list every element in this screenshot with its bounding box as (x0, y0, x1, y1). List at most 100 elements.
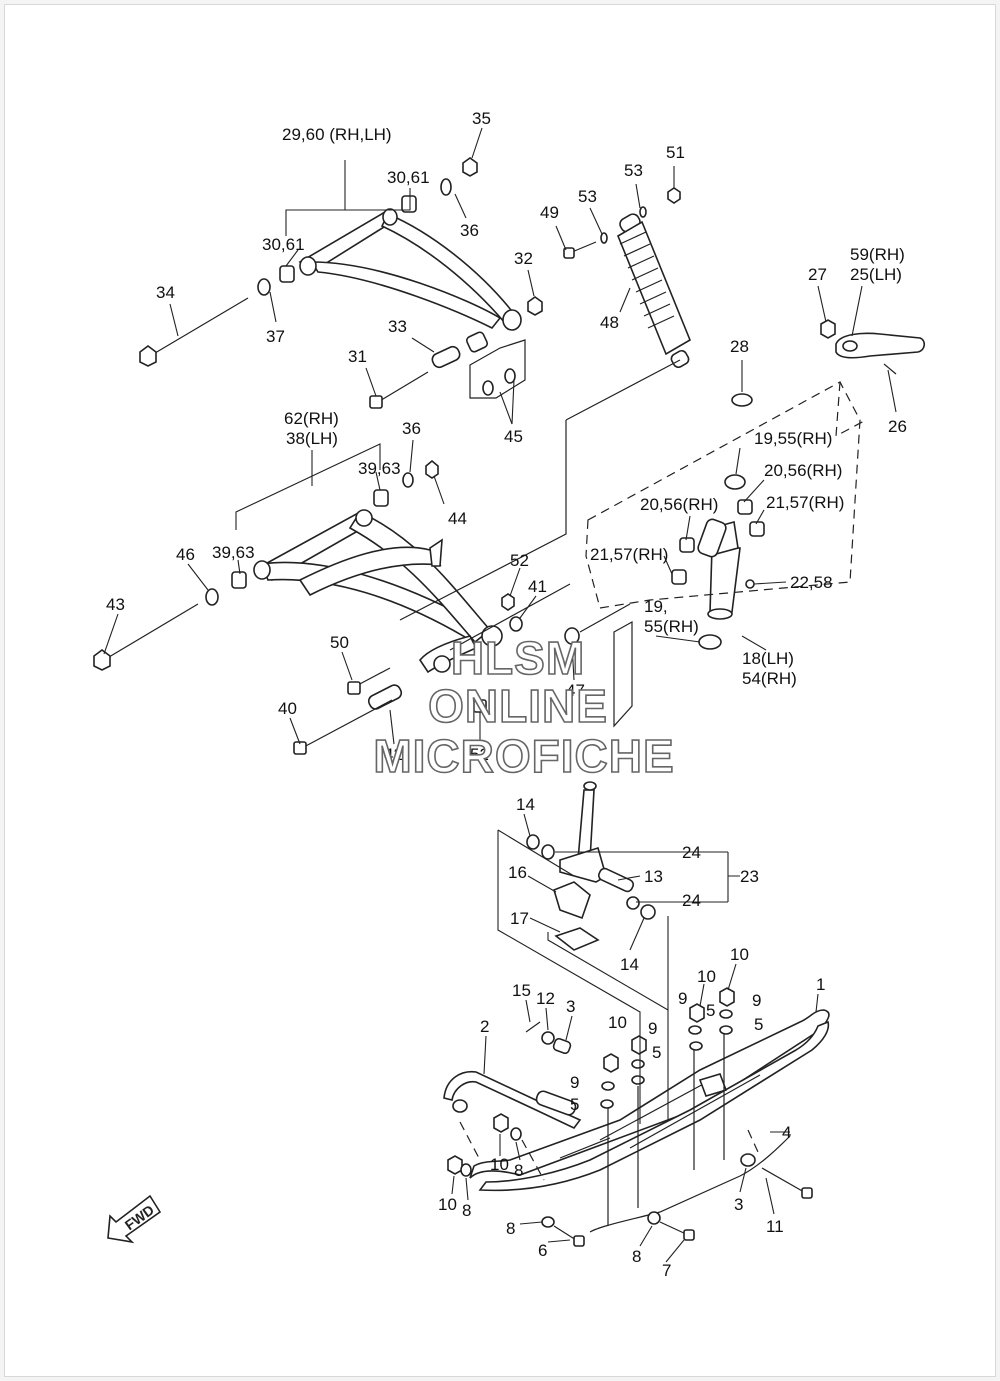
bolt-31-collar-33[interactable] (369, 331, 489, 409)
washers-36-46[interactable] (205, 472, 414, 606)
callout-5-c: 5 (652, 1043, 661, 1062)
callout-50: 50 (330, 633, 349, 652)
callout-36-lower: 36 (402, 419, 421, 438)
callout-20-56-right: 20,56(RH) (764, 461, 842, 480)
callout-24-lower: 24 (682, 891, 701, 910)
callout-48: 48 (600, 313, 619, 332)
callout-15: 15 (512, 981, 531, 1000)
callout-3-lower: 3 (734, 1195, 743, 1214)
ski-nuts-washers-5-8-9-10[interactable] (447, 987, 735, 1228)
callout-28: 28 (730, 337, 749, 356)
callout-43: 43 (106, 595, 125, 614)
watermark-line-3: MICROFICHE (373, 730, 674, 782)
bushings-39-63[interactable] (231, 489, 389, 589)
callout-54: 54(RH) (742, 669, 797, 688)
callout-30-61-lower: 30,61 (262, 235, 305, 254)
callout-55-lower: 55(RH) (644, 617, 699, 636)
callout-10-c: 10 (608, 1013, 627, 1032)
callout-22-58: 22,58 (790, 573, 833, 592)
callout-42: 42 (384, 745, 403, 764)
callout-62: 62(RH) (284, 409, 339, 428)
callout-12: 12 (536, 989, 555, 1008)
studs-and-bolts-6-7-11[interactable] (553, 1034, 813, 1247)
callout-41: 41 (528, 577, 547, 596)
wear-bar-4[interactable] (589, 1135, 791, 1233)
callout-32: 32 (514, 249, 533, 268)
callout-7: 7 (662, 1261, 671, 1280)
nut-44[interactable] (425, 459, 439, 479)
ski-hardware-3-12-15[interactable] (525, 1021, 756, 1167)
callout-29-60: 29,60 (RH,LH) (282, 125, 392, 144)
callout-1: 1 (816, 975, 825, 994)
callout-9-a: 9 (678, 989, 687, 1008)
shock-absorber-48[interactable] (616, 212, 692, 369)
callout-49: 49 (540, 203, 559, 222)
callout-3-upper: 3 (566, 997, 575, 1016)
callout-46: 46 (176, 545, 195, 564)
washer-36-37[interactable] (257, 178, 452, 296)
callout-6: 6 (538, 1241, 547, 1260)
bolts-50-40-collar-42[interactable] (293, 667, 403, 755)
callout-11: 11 (766, 1217, 784, 1236)
callout-38: 38(LH) (286, 429, 338, 448)
callout-33: 33 (388, 317, 407, 336)
callout-9-c: 9 (648, 1019, 657, 1038)
callout-4: 4 (782, 1123, 791, 1142)
callout-13: 13 (644, 867, 663, 886)
callout-10-e: 10 (438, 1195, 457, 1214)
callout-5-b: 5 (754, 1015, 763, 1034)
bolt-34[interactable] (139, 297, 249, 367)
nut-35-32[interactable] (462, 157, 543, 316)
callout-8-a: 8 (514, 1161, 523, 1180)
callout-18: 18(LH) (742, 649, 794, 668)
callout-9-d: 9 (570, 1073, 579, 1092)
callout-36-upper: 36 (460, 221, 479, 240)
callout-39-63-upper: 39,63 (358, 459, 401, 478)
callout-20-56-left: 20,56(RH) (640, 495, 718, 514)
callout-27: 27 (808, 265, 827, 284)
watermark-line-1: HLSM (451, 632, 585, 684)
callout-2: 2 (480, 1017, 489, 1036)
handle-2[interactable] (443, 1070, 582, 1130)
callout-5-a: 5 (706, 1001, 715, 1020)
callout-5-d: 5 (570, 1095, 579, 1114)
callout-37: 37 (266, 327, 285, 346)
callout-21-57-right: 21,57(RH) (766, 493, 844, 512)
ski-1[interactable] (469, 1009, 830, 1192)
upper-a-arm[interactable] (298, 208, 522, 331)
bolt-49-washer-53-nut-51[interactable] (563, 187, 681, 259)
bracket-16-plate-17[interactable] (553, 881, 600, 951)
callout-51: 51 (666, 143, 685, 162)
callout-52-upper: 52 (510, 551, 529, 570)
watermark-line-2: ONLINE (428, 680, 608, 732)
bushings-14-24[interactable] (526, 834, 656, 920)
callout-35: 35 (472, 109, 491, 128)
callout-26: 26 (888, 417, 907, 436)
callout-47: 47 (566, 681, 585, 700)
bolt-43[interactable] (93, 603, 199, 671)
bushing-30-61[interactable] (279, 195, 417, 283)
washers-45[interactable] (469, 339, 526, 399)
callout-40: 40 (278, 699, 297, 718)
callout-10-a: 10 (730, 945, 749, 964)
callout-labels: 35 29,60 (RH,LH) 30,61 36 30,61 34 37 33… (106, 109, 907, 1280)
cap-28[interactable] (731, 393, 753, 407)
callout-17: 17 (510, 909, 529, 928)
callout-31: 31 (348, 347, 367, 366)
steering-shaft[interactable] (559, 781, 635, 893)
spindle-18-54[interactable] (671, 474, 765, 650)
callout-39-63-lower: 39,63 (212, 543, 255, 562)
lower-a-arm[interactable] (253, 509, 503, 674)
steering-arm-59-25[interactable] (820, 319, 926, 375)
callout-8-c: 8 (506, 1219, 515, 1238)
callout-59: 59(RH) (850, 245, 905, 264)
watermark: HLSM ONLINE MICROFICHE (373, 631, 675, 783)
fwd-arrow-icon: FWD (107, 1194, 162, 1244)
callout-53-left: 53 (578, 187, 597, 206)
callout-14-upper: 14 (516, 795, 535, 814)
callout-23: 23 (740, 867, 759, 886)
callout-21-57-left: 21,57(RH) (590, 545, 668, 564)
callout-44: 44 (448, 509, 467, 528)
guide-lines (235, 160, 867, 1181)
